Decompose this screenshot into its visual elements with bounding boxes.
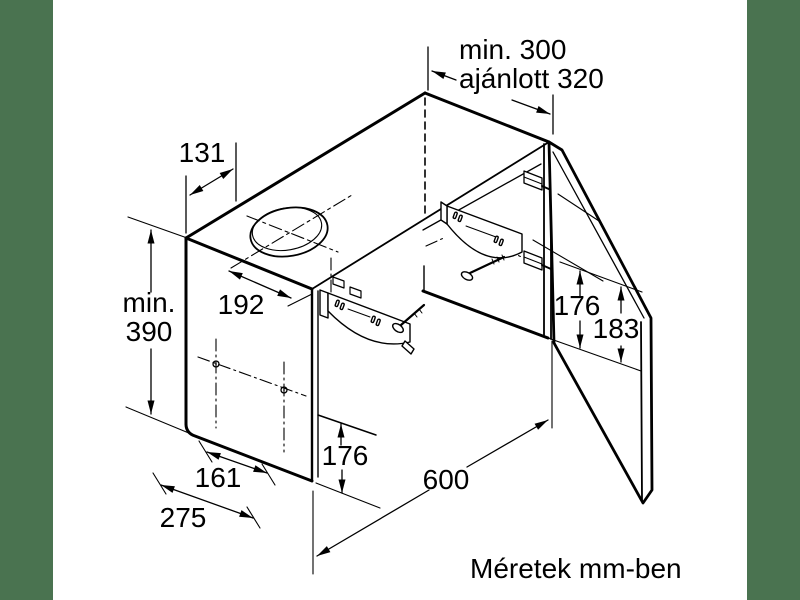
- label-390: 390: [126, 316, 173, 347]
- label-600: 600: [423, 464, 470, 495]
- dimension-176-bottom: [315, 423, 381, 509]
- label-275: 275: [160, 502, 207, 533]
- dimension-131: [185, 142, 237, 234]
- mounting-bracket-lower: [319, 289, 426, 355]
- left-green-band: [0, 0, 53, 600]
- dimension-192: [228, 270, 313, 307]
- mounting-bracket-upper: [440, 201, 523, 281]
- door-guide-lines: [532, 193, 643, 372]
- label-176-right: 176: [554, 290, 601, 321]
- label-183: 183: [593, 313, 640, 344]
- label-131: 131: [179, 137, 226, 168]
- dimension-161: [198, 440, 276, 486]
- dimension-min-390: [125, 216, 197, 437]
- label-176-bottom: 176: [322, 440, 369, 471]
- caption-units: Méretek mm-ben: [470, 553, 682, 584]
- dimension-clearance: [427, 46, 554, 135]
- cabinet-top-face: [184, 91, 551, 291]
- label-clearance-recommended: ajánlott 320: [459, 63, 604, 94]
- right-green-band: [747, 0, 800, 600]
- screw-lower: [391, 303, 426, 334]
- door-panel: [547, 140, 654, 505]
- front-left-panel: [184, 236, 319, 483]
- label-min: min.: [123, 287, 176, 318]
- label-192: 192: [218, 289, 265, 320]
- dimension-275: [152, 472, 261, 529]
- label-clearance-min: min. 300: [459, 34, 566, 65]
- screw-upper: [460, 254, 506, 281]
- exhaust-hole: [230, 194, 353, 269]
- label-161: 161: [195, 462, 242, 493]
- dimension-600: [312, 340, 553, 575]
- wall-plugs-rear: [332, 276, 362, 299]
